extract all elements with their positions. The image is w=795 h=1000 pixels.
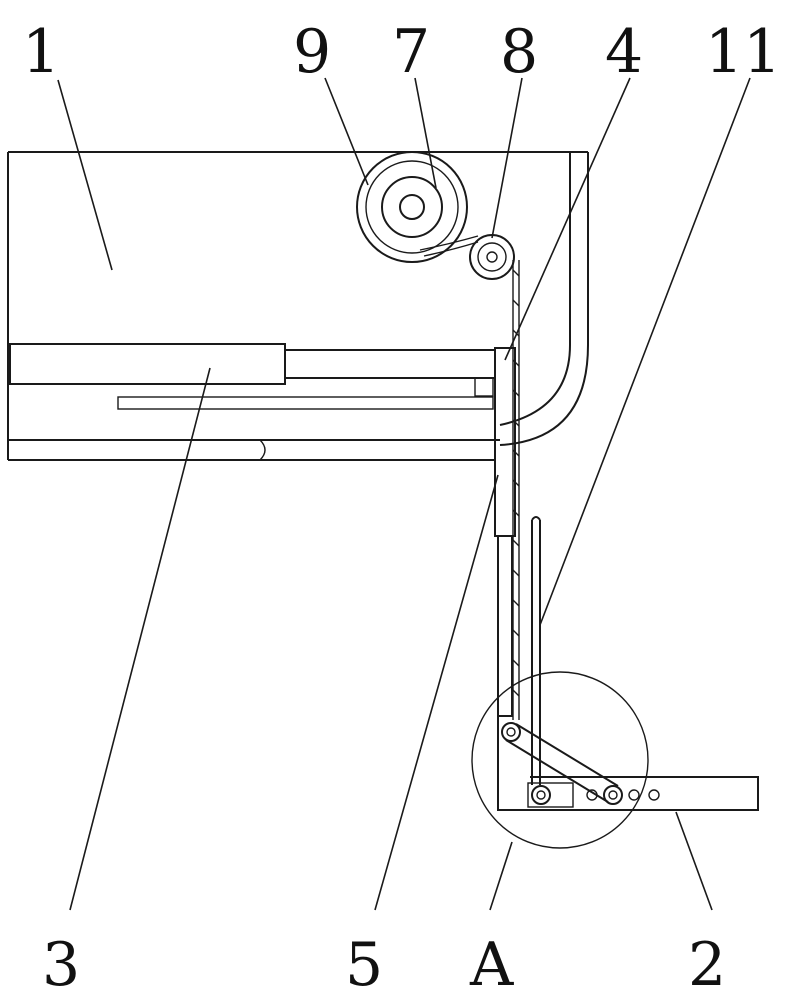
label-1: 1 [22, 17, 60, 87]
label-5: 5 [345, 930, 383, 1000]
label-11: 11 [705, 17, 781, 87]
reel [356, 151, 468, 263]
vertical-rod [494, 260, 520, 720]
label-3: 3 [42, 930, 80, 1000]
rope-top-2 [423, 241, 479, 257]
label-a: A [469, 930, 514, 1000]
housing [7, 151, 589, 461]
rope-top [419, 235, 479, 251]
label-2: 2 [688, 930, 726, 1000]
leader-lines [57, 77, 751, 911]
label-9: 9 [293, 17, 331, 87]
slider-assembly [9, 343, 496, 410]
guide-rail [531, 516, 541, 785]
label-7: 7 [392, 17, 430, 87]
pulley [469, 234, 515, 280]
foot-plate [497, 716, 759, 811]
label-4: 4 [605, 17, 643, 87]
label-8: 8 [500, 17, 538, 87]
detail-circle [471, 671, 649, 849]
